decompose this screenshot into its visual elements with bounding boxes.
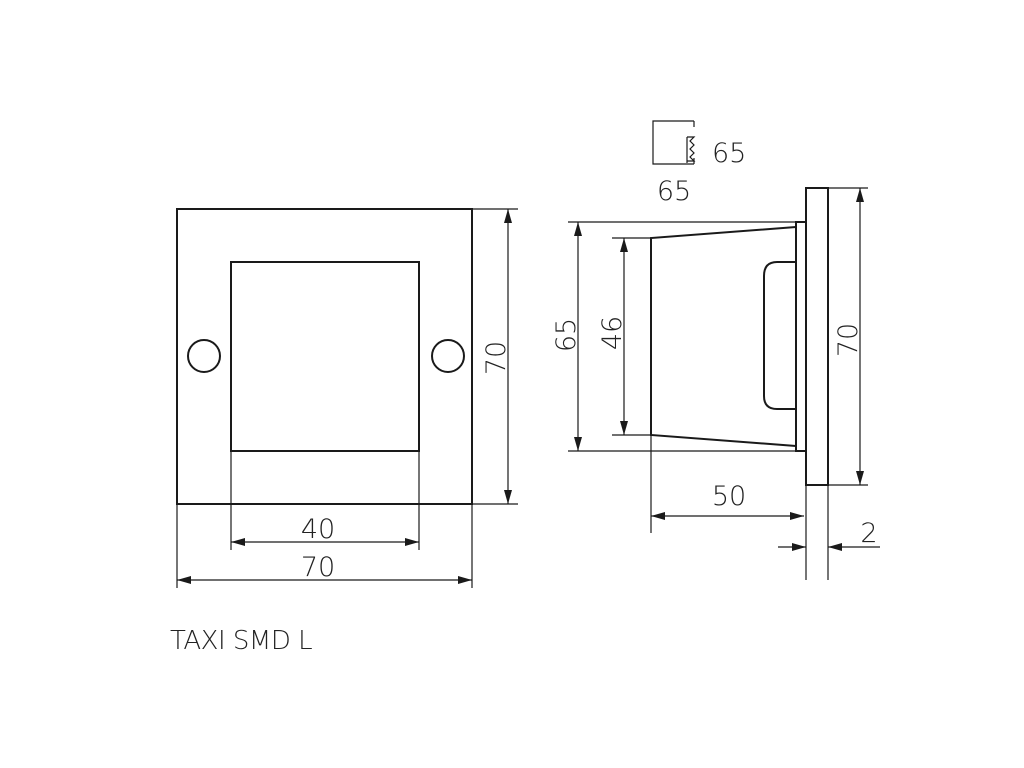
front-window (230, 261, 420, 452)
front-frame (176, 208, 473, 505)
side-front-plate (805, 187, 829, 486)
front-height-label: 70 (481, 341, 512, 375)
side-terminal (763, 261, 796, 410)
right-screw-icon (431, 339, 465, 373)
product-name: TAXI SMD L (170, 626, 313, 656)
left-screw-icon (187, 339, 221, 373)
side-body-height-label: 65 (551, 318, 582, 352)
front-window-width-label: 40 (301, 514, 335, 545)
wall-cutout-icon (652, 120, 696, 165)
cutout-symbol: 65 65 (652, 120, 746, 207)
side-depth-label: 50 (712, 481, 746, 512)
cutout-height-label: 65 (712, 138, 746, 169)
side-view: 65 46 70 50 2 (551, 187, 880, 580)
side-body (650, 226, 797, 447)
side-light-height-label: 46 (597, 316, 628, 350)
side-total-height-label: 70 (833, 323, 864, 357)
front-view: 40 70 70 (176, 208, 518, 588)
cutout-width-label: 65 (657, 176, 691, 207)
side-plate-thickness-label: 2 (860, 518, 877, 549)
side-flange (795, 221, 807, 452)
front-width-label: 70 (301, 552, 335, 583)
